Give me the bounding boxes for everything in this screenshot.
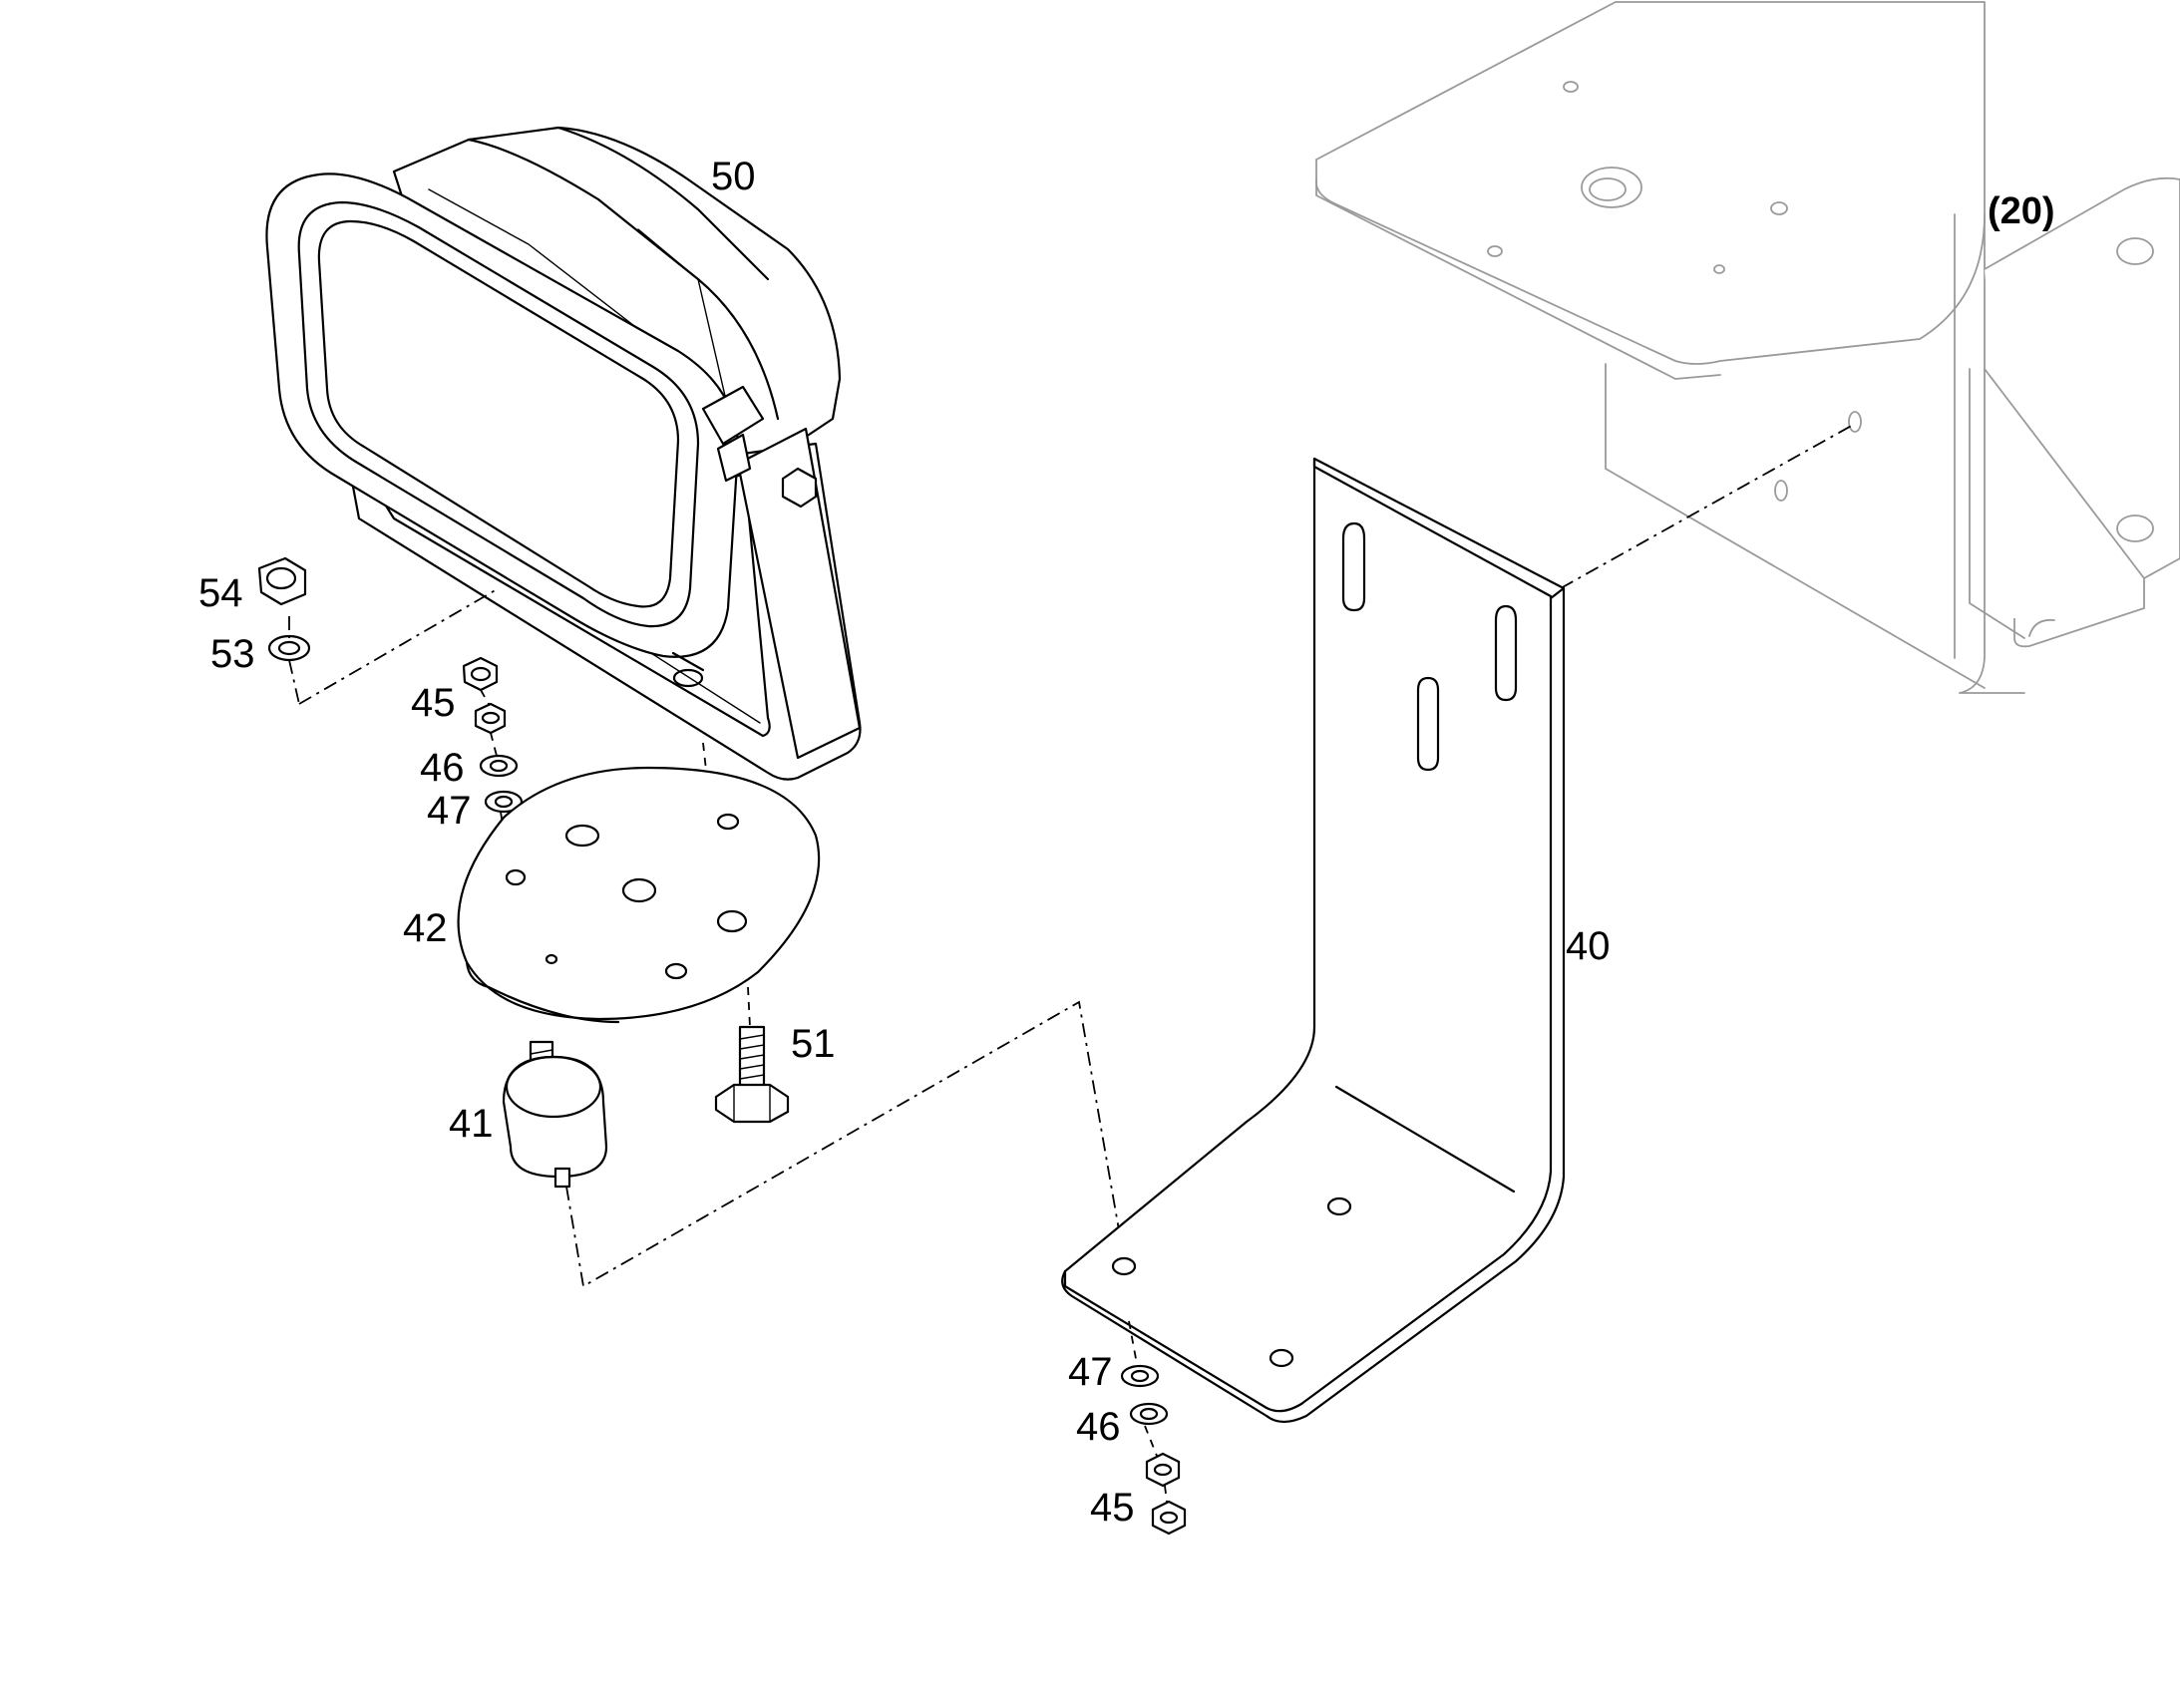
- mounting-frame-20: [1314, 1, 2180, 694]
- callout-40: 40: [1566, 924, 1611, 968]
- assembly-line-mount-bracket: [565, 1000, 1126, 1288]
- fastener-stack-top: [462, 656, 524, 814]
- callout-46-bottom: 46: [1076, 1405, 1121, 1449]
- callout-53: 53: [210, 632, 255, 676]
- callout-45-bottom: 45: [1090, 1486, 1135, 1530]
- washer-53: [267, 634, 311, 662]
- hex-bolt-51: [714, 1025, 790, 1124]
- callout-47-bottom: 47: [1068, 1350, 1113, 1394]
- callout-47-top: 47: [427, 789, 472, 833]
- assembly-line-bracket-frame: [1560, 423, 1856, 589]
- callout-20: (20): [1988, 190, 2055, 232]
- callout-50: 50: [711, 155, 756, 198]
- nut-54: [257, 556, 307, 606]
- fastener-stack-bottom: [1120, 1364, 1187, 1536]
- callout-46-top: 46: [420, 746, 465, 790]
- callout-42: 42: [403, 906, 448, 950]
- callout-41: 41: [449, 1102, 494, 1146]
- callout-51: 51: [791, 1022, 836, 1066]
- round-plate-42: [457, 766, 821, 1024]
- assembly-line-lamp-nut: [288, 587, 500, 705]
- rubber-mount-41: [502, 1040, 608, 1189]
- callout-54: 54: [198, 571, 243, 615]
- assembly-line-stack-bottom: [1128, 1320, 1168, 1503]
- l-bracket-40: [1061, 457, 1566, 1424]
- callout-45-top: 45: [411, 681, 456, 725]
- work-lamp-50: [265, 126, 862, 781]
